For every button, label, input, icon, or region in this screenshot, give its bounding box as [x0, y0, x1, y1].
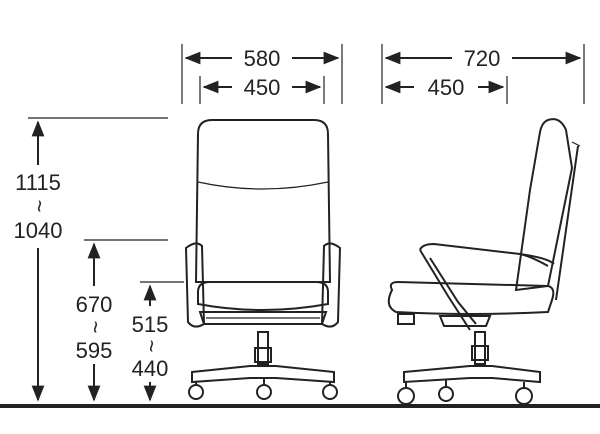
seat-height-max-label: 515 — [132, 312, 169, 337]
armrest-height-max-label: 670 — [76, 292, 113, 317]
side-seat-depth-label: 450 — [428, 75, 465, 100]
total-height-dimension: 1115 ~ 1040 — [14, 117, 168, 402]
seat-height-separator: ~ — [139, 340, 164, 353]
seat-height-min-label: 440 — [132, 356, 169, 381]
total-height-separator: ~ — [27, 200, 52, 213]
side-overall-depth-dimension: 720 — [381, 44, 585, 104]
front-seat-width-label: 450 — [244, 75, 281, 100]
seat-height-dimension: 515 ~ 440 — [132, 281, 184, 402]
front-overall-width-dimension: 580 — [181, 44, 343, 104]
armrest-height-min-label: 595 — [76, 338, 113, 363]
front-seat-width-dimension: 450 — [199, 75, 325, 104]
armrest-height-dimension: 670 ~ 595 — [76, 239, 168, 402]
floor-line — [0, 404, 600, 408]
total-height-min-label: 1040 — [14, 218, 63, 243]
armrest-height-separator: ~ — [83, 321, 108, 334]
chair-side-view — [387, 118, 581, 405]
side-seat-depth-dimension: 450 — [384, 75, 508, 104]
side-overall-depth-label: 720 — [464, 46, 501, 71]
front-overall-width-label: 580 — [244, 46, 281, 71]
total-height-max-label: 1115 — [15, 170, 61, 195]
chair-front-view — [184, 119, 342, 400]
